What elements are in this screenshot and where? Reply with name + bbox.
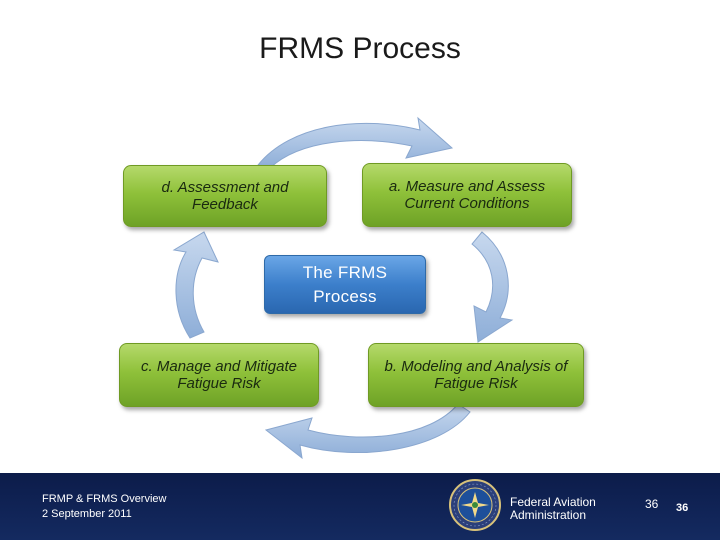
arrow-a-to-b: [471, 231, 514, 343]
box-b-modeling-analysis: b. Modeling and Analysis of Fatigue Risk: [368, 343, 584, 407]
box-d-assessment-feedback: d. Assessment and Feedback: [123, 165, 327, 227]
agency-line1: Federal Aviation: [510, 495, 596, 509]
arrow-c-to-d: [172, 231, 219, 339]
box-b-line1: b. Modeling and Analysis of: [384, 358, 568, 375]
footer-presentation-title: FRMP & FRMS Overview: [42, 493, 167, 505]
faa-seal-icon: [449, 479, 501, 531]
box-c-line2: Fatigue Risk: [177, 375, 261, 392]
box-d-line1: d. Assessment and: [161, 179, 289, 196]
agency-line2: Administration: [510, 508, 587, 522]
box-a-line1: a. Measure and Assess: [388, 178, 546, 195]
footer-agency: Federal Aviation Administration: [510, 496, 596, 522]
slide-number-bold: 36: [676, 502, 689, 514]
slide-number: 36: [645, 497, 659, 511]
box-a-measure-assess: a. Measure and Assess Current Conditions: [362, 163, 572, 227]
box-d-line2: Feedback: [192, 196, 258, 213]
arrow-b-to-c: [264, 403, 471, 460]
center-frms-process: The FRMS Process: [264, 255, 426, 314]
footer-bar: [0, 473, 720, 540]
box-c-manage-mitigate: c. Manage and Mitigate Fatigue Risk: [119, 343, 319, 407]
box-b-line2: Fatigue Risk: [434, 375, 518, 392]
box-c-line1: c. Manage and Mitigate: [141, 358, 297, 375]
center-line1: The FRMS: [302, 262, 388, 282]
box-a-line2: Current Conditions: [404, 195, 530, 212]
center-line2: Process: [313, 286, 377, 306]
arrow-d-to-a: [257, 116, 454, 169]
footer-date: 2 September 2011: [42, 508, 132, 520]
slide-title: FRMS Process: [259, 32, 461, 65]
